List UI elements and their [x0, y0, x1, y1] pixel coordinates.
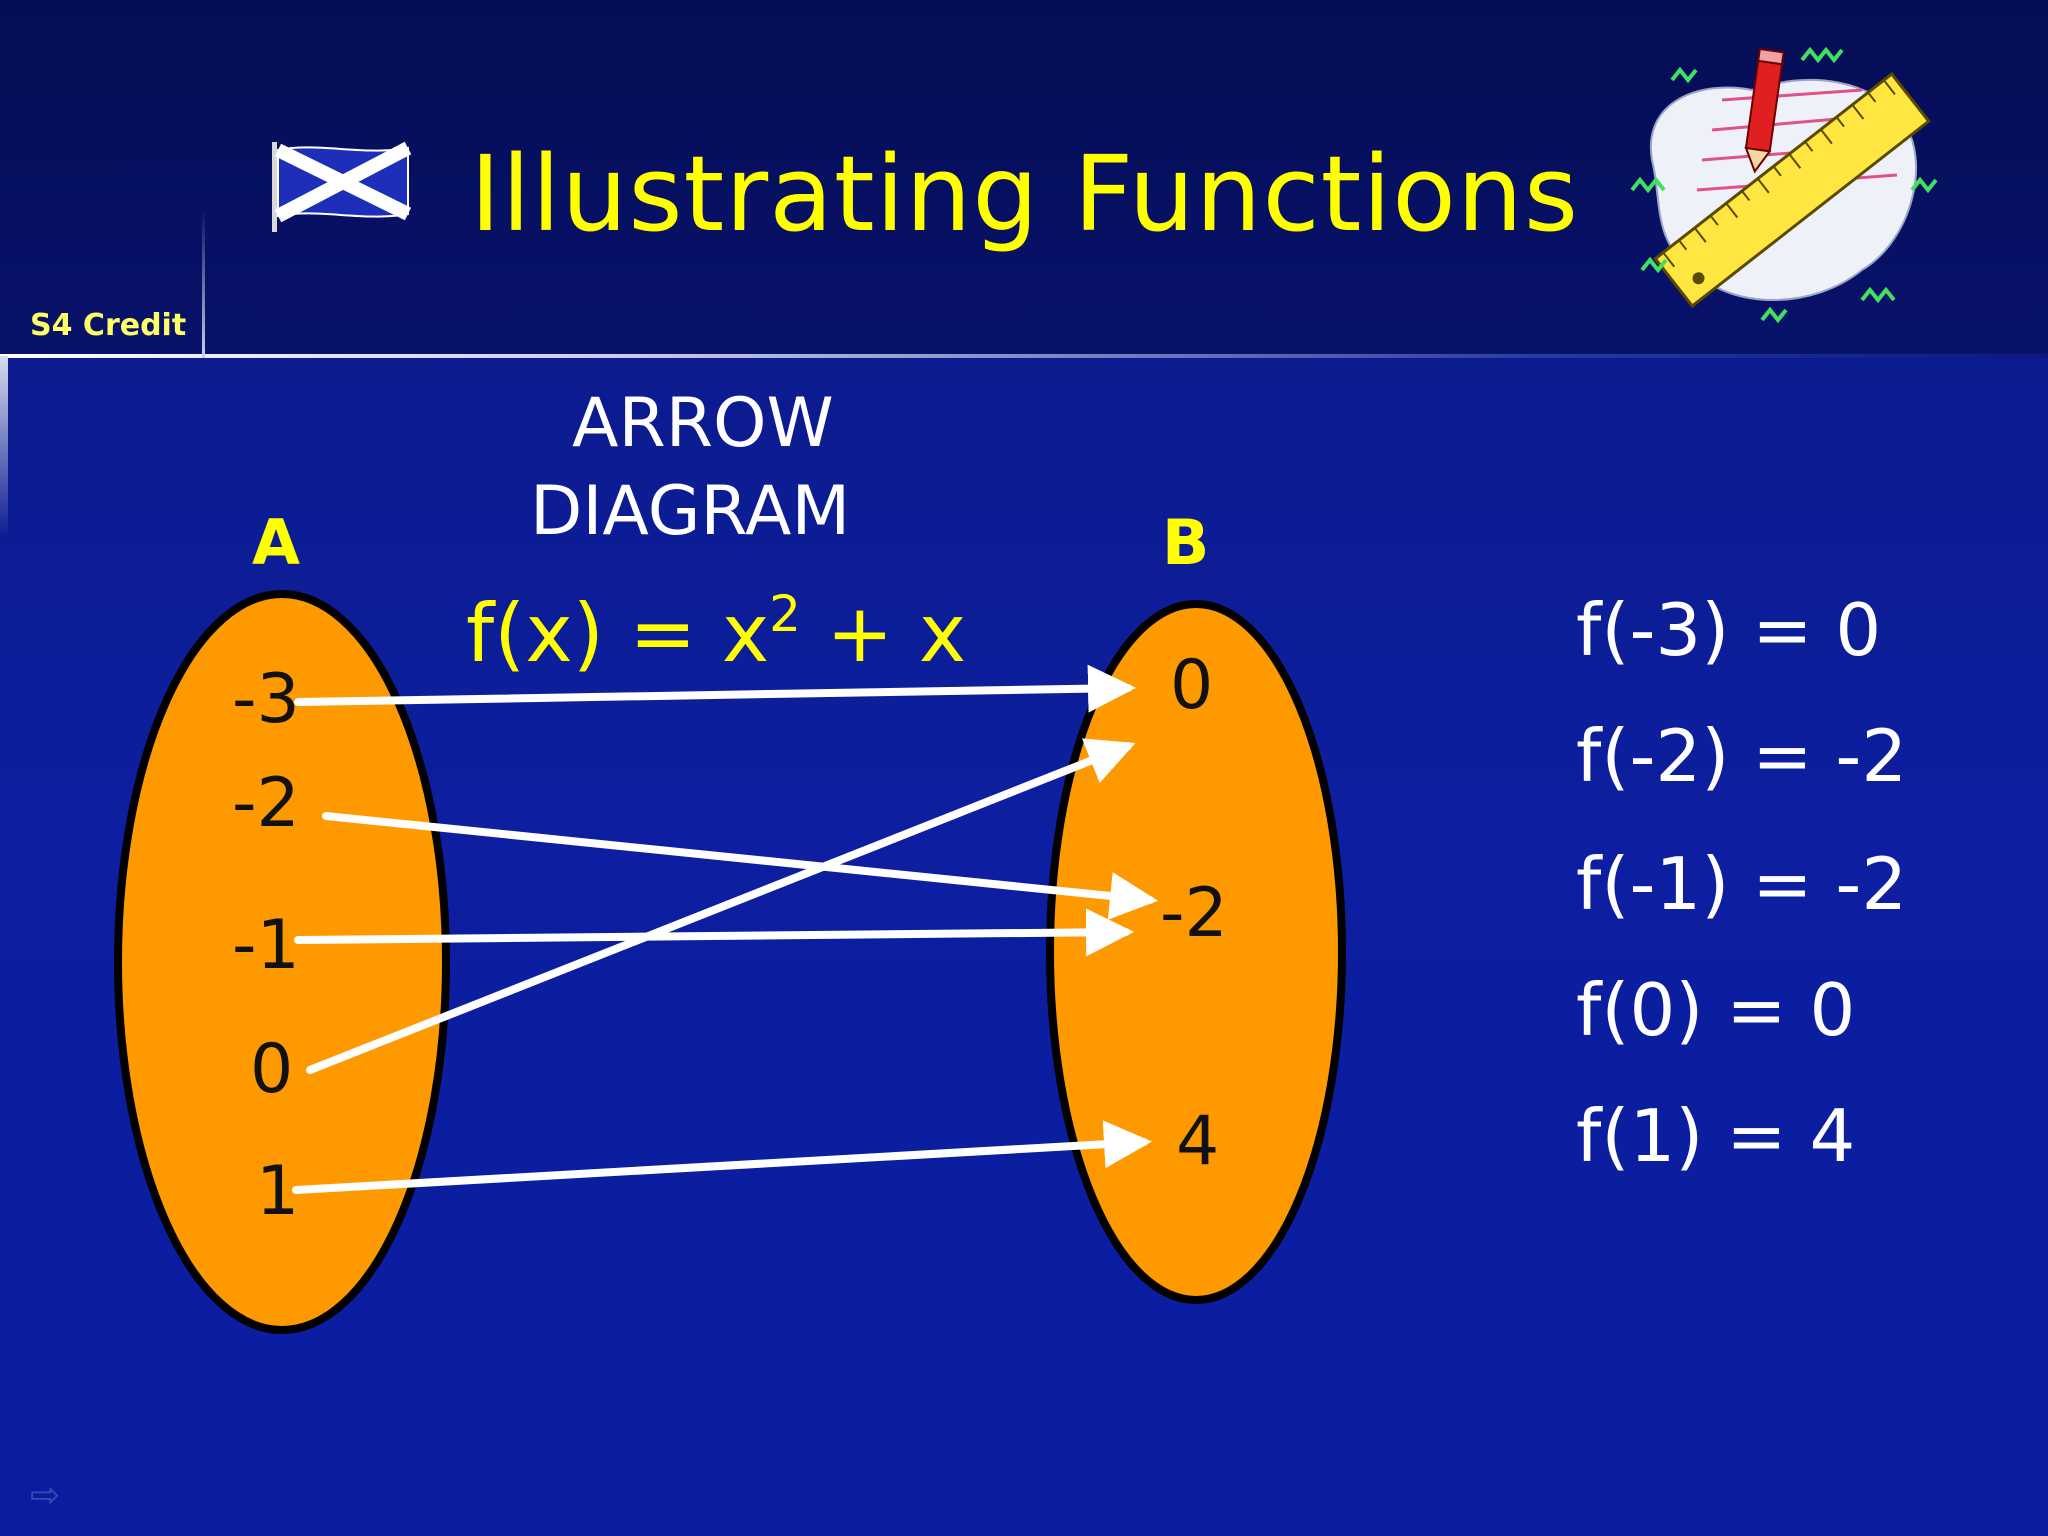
set-a-element: 0: [250, 1036, 293, 1104]
function-value-equation: f(0) = 0: [1576, 974, 1855, 1046]
formula-main: f(x) = x: [466, 587, 769, 680]
function-value-equation: f(-1) = -2: [1576, 848, 1907, 920]
set-a-element: -1: [232, 912, 300, 980]
set-b-element: 0: [1170, 652, 1213, 720]
function-value-equation: f(-2) = -2: [1576, 720, 1907, 792]
mapping-arrow: [326, 816, 1150, 900]
set-a-label: A: [252, 512, 300, 574]
set-b-element: 4: [1176, 1108, 1219, 1176]
function-value-equation: f(-3) = 0: [1576, 594, 1881, 666]
set-b-label: B: [1162, 512, 1209, 574]
formula-exponent: 2: [769, 585, 801, 643]
set-a-element: -2: [232, 770, 300, 838]
diagram-heading-line2: DIAGRAM: [530, 478, 850, 546]
diagram-heading-line1: ARROW: [572, 390, 834, 458]
formula-tail: + x: [801, 587, 966, 680]
set-b-element: -2: [1160, 880, 1228, 948]
function-formula: f(x) = x2 + x: [466, 594, 966, 674]
function-value-equation: f(1) = 4: [1576, 1100, 1855, 1172]
set-a-element: 1: [256, 1158, 299, 1226]
set-a-element: -3: [232, 666, 300, 734]
next-slide-arrow-icon[interactable]: ⇨: [30, 1478, 60, 1514]
mapping-arrow: [298, 688, 1128, 702]
